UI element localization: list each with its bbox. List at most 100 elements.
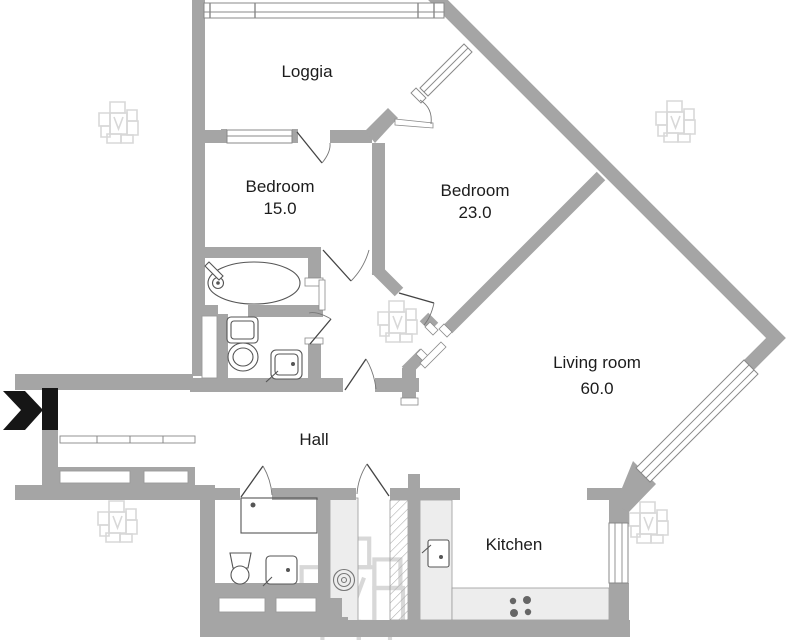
hob-icon [509, 596, 532, 617]
door-leaf [344, 358, 367, 391]
wall [308, 247, 321, 286]
door-jamb [424, 321, 439, 336]
watermark-icon [377, 300, 418, 343]
windows [59, 2, 759, 584]
wall [408, 498, 420, 622]
wall [192, 130, 228, 143]
door-arc [262, 465, 273, 496]
wall [248, 305, 323, 317]
doors [240, 99, 447, 498]
wall [215, 488, 240, 500]
toilet-2-icon [229, 552, 252, 585]
entrance-door [42, 388, 58, 430]
wardrobe-track [59, 435, 196, 444]
door-arc [423, 302, 435, 326]
door-arc [365, 358, 377, 390]
wall [200, 498, 215, 637]
bathroom-door-leaf [318, 279, 326, 311]
toilet-icon [226, 316, 259, 372]
wall [192, 0, 205, 376]
walls [15, 0, 630, 637]
wall [15, 374, 193, 390]
washbasin-icon [265, 349, 303, 383]
passage-door-leaf [419, 341, 447, 369]
loggia-top-window [203, 2, 445, 19]
wall [192, 247, 321, 258]
entrance-arrow-icon [3, 391, 43, 430]
bedroom-15-label: Bedroom [246, 177, 315, 196]
duct-niche [218, 597, 266, 613]
hall-label: Hall [299, 430, 328, 449]
wall [609, 583, 629, 620]
duct-niche [201, 315, 218, 379]
loggia-jog-wall [365, 108, 398, 143]
kitchen-counter-bottom [451, 587, 610, 621]
door-arc [350, 249, 370, 282]
loggia-label: Loggia [281, 62, 333, 81]
wall [308, 343, 321, 380]
bedroom-15-area: 15.0 [263, 199, 296, 218]
entrance [3, 388, 58, 430]
bedroom-23-label: Bedroom [441, 181, 510, 200]
outer-diagonal-wall [428, 0, 786, 374]
door-leaf [296, 131, 323, 164]
wall [272, 488, 356, 500]
wall [390, 488, 460, 500]
door-arc [356, 463, 368, 495]
living-room-area: 60.0 [580, 379, 613, 398]
wall [402, 368, 416, 398]
bedroom-23-area: 23.0 [458, 203, 491, 222]
watermark-icon [98, 101, 139, 144]
shower-icon [240, 497, 318, 534]
counters [329, 497, 610, 623]
wall [200, 617, 348, 637]
labels: Loggia Bedroom 15.0 Bedroom 23.0 Living … [246, 62, 641, 554]
shelving-hatch [389, 499, 409, 621]
wall [15, 485, 215, 500]
wall [215, 583, 330, 596]
wardrobe-section [143, 470, 189, 484]
bedroom-15-window [221, 129, 298, 144]
bedroom-divider-diagonal [371, 264, 404, 297]
living-room-divider-wall [443, 171, 606, 334]
washing-machine-icon [332, 568, 356, 592]
watermark-icon [97, 500, 138, 543]
wardrobe-section [59, 470, 131, 484]
door-arc [419, 99, 432, 125]
kitchen-sink-icon [421, 539, 450, 568]
wall [340, 620, 630, 637]
door-leaf [240, 465, 264, 498]
wall [372, 143, 385, 275]
door-arc [308, 312, 332, 320]
living-room-label: Living room [553, 353, 641, 372]
door-leaf [366, 463, 390, 497]
wall-end-cap [400, 397, 419, 406]
jamb-caps [304, 118, 453, 406]
door-arc [321, 142, 331, 164]
diagonal-walls [371, 0, 786, 376]
door-leaf [322, 249, 352, 282]
duct-niche [275, 597, 317, 613]
watermark-icon [655, 100, 696, 143]
door-leaf [309, 318, 332, 345]
wall [408, 474, 420, 488]
ducts [59, 315, 317, 613]
bathtub-icon [204, 261, 301, 305]
wall [42, 428, 58, 490]
living-room-window [635, 359, 759, 483]
kitchen-label: Kitchen [486, 535, 543, 554]
fixtures [204, 261, 532, 617]
loggia-door-sill [394, 118, 434, 129]
door-jamb [304, 337, 324, 345]
wall [328, 598, 342, 622]
wall [330, 130, 372, 143]
wall [217, 314, 228, 380]
loggia-partition-window [410, 43, 473, 104]
wall [190, 378, 343, 392]
wall [192, 305, 218, 317]
washbasin-2-icon [262, 555, 298, 587]
door-jamb [438, 323, 453, 338]
watermark-icon [628, 501, 669, 544]
